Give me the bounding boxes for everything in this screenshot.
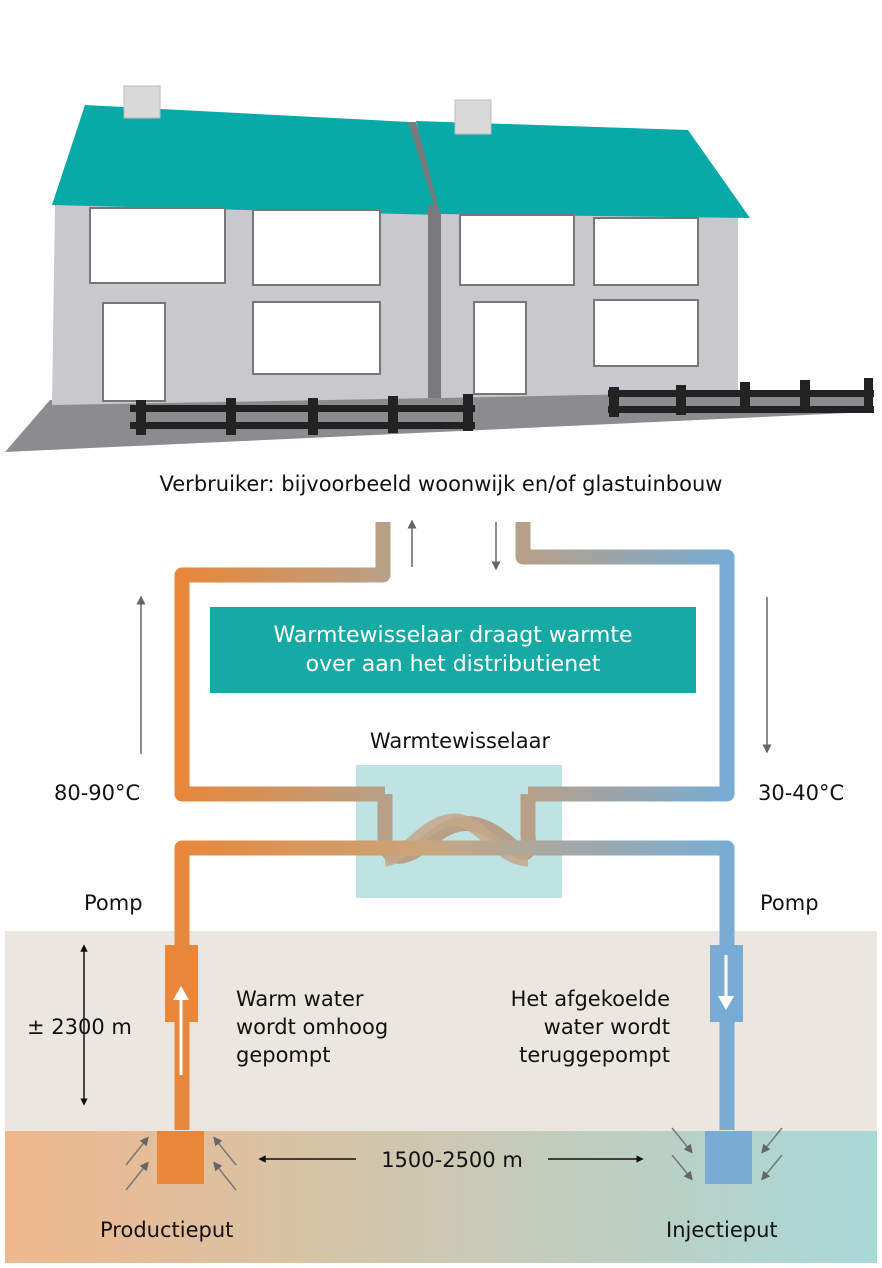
- warm-water-line-3: gepompt: [236, 1043, 330, 1067]
- injection-outflow-arrows: [671, 1127, 783, 1181]
- temp-cold-label: 30-40°C: [758, 781, 844, 805]
- info-box: [210, 607, 696, 693]
- left-chimney: [123, 85, 161, 119]
- production-well-label: Productieput: [100, 1218, 233, 1242]
- right-house-roof: [416, 121, 750, 218]
- right-chimney: [454, 99, 492, 135]
- cooled-water-line-1: Het afgekoelde: [511, 987, 670, 1011]
- upper-ground-layer: [5, 931, 877, 1131]
- production-filter: [157, 1131, 204, 1184]
- info-box-line-2: over aan het distributienet: [306, 652, 601, 677]
- pump-left-label: Pomp: [84, 891, 143, 915]
- houses-illustration: [5, 85, 874, 452]
- hot-supply-pipe: [174, 522, 391, 802]
- consumer-label: Verbruiker: bijvoorbeeld woonwijk en/of …: [160, 472, 723, 496]
- right-house-window: [459, 214, 575, 286]
- right-fence: [608, 378, 874, 417]
- cooled-water-line-3: teruggepompt: [519, 1043, 670, 1067]
- right-house-door: [473, 301, 527, 395]
- cooled-water-line-2: water wordt: [544, 1015, 670, 1039]
- left-house-window: [252, 209, 381, 286]
- warm-water-line-2: wordt omhoog: [236, 1015, 388, 1039]
- left-house-window: [252, 301, 381, 375]
- distance-label: 1500-2500 m: [381, 1148, 523, 1172]
- injection-filter: [705, 1131, 752, 1184]
- left-fence: [130, 394, 475, 435]
- cold-return-pipe: [515, 522, 735, 802]
- info-box-line-1: Warmtewisselaar draagt warmte: [273, 623, 632, 648]
- production-inflow-arrows: [125, 1136, 237, 1191]
- left-house-door: [102, 302, 166, 402]
- injection-well-label: Injectieput: [666, 1218, 778, 1242]
- warm-water-line-1: Warm water: [236, 987, 364, 1011]
- injection-flow-arrowhead: [718, 996, 734, 1010]
- depth-label: ± 2300 m: [27, 1015, 132, 1039]
- pump-right-label: Pomp: [760, 891, 819, 915]
- left-house-roof: [52, 105, 440, 215]
- right-house-window: [593, 299, 699, 367]
- right-house-window: [593, 217, 699, 286]
- temp-hot-label: 80-90°C: [54, 781, 140, 805]
- left-house-window: [89, 207, 226, 284]
- production-flow-arrowhead: [173, 986, 189, 1000]
- heat-exchanger-label: Warmtewisselaar: [370, 729, 551, 753]
- house-divider: [428, 205, 441, 398]
